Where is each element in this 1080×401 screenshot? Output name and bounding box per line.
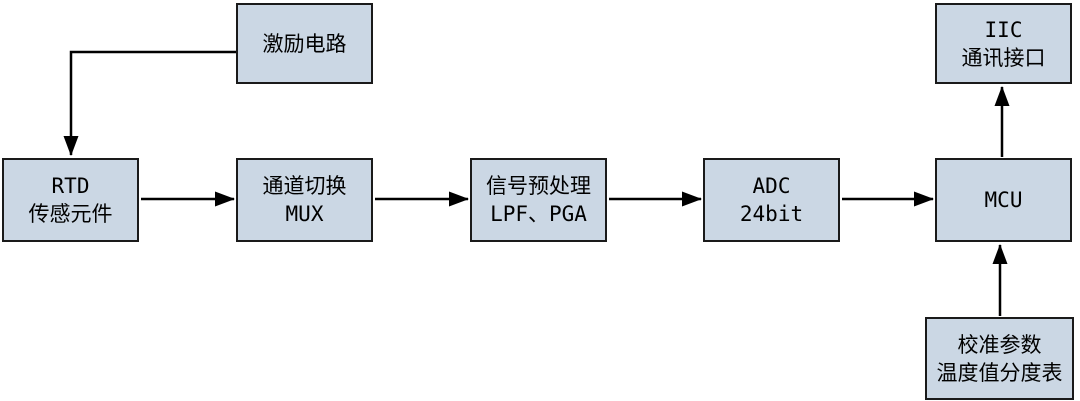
node-mcu: MCU — [935, 158, 1072, 242]
node-label: RTD — [51, 174, 90, 198]
node-label: 校准参数 — [957, 332, 1042, 357]
node-excitation-circuit: 激励电路 — [236, 3, 373, 84]
node-label: 通讯接口 — [961, 45, 1046, 70]
node-calibration-table: 校准参数 温度值分度表 — [925, 317, 1074, 400]
node-label: 激励电路 — [262, 31, 347, 56]
node-label: 温度值分度表 — [936, 360, 1063, 385]
node-label: IIC — [984, 17, 1023, 42]
node-label: 传感元件 — [28, 202, 113, 226]
node-label: 信号预处理 — [486, 174, 591, 198]
node-channel-mux: 通道切换 MUX — [236, 158, 373, 242]
node-iic-interface: IIC 通讯接口 — [935, 3, 1072, 84]
node-adc-24bit: ADC 24bit — [703, 158, 840, 242]
node-label: 通道切换 — [262, 174, 347, 198]
node-signal-preprocessing: 信号预处理 LPF、PGA — [470, 158, 607, 242]
node-label: 24bit — [739, 202, 804, 226]
node-label: LPF、PGA — [490, 202, 587, 226]
node-rtd-sensor: RTD 传感元件 — [2, 158, 139, 242]
node-label: MUX — [285, 202, 324, 226]
node-label: MCU — [984, 188, 1023, 212]
arrow-excitation-to-rtd — [63, 50, 236, 157]
node-label: ADC — [752, 174, 791, 198]
